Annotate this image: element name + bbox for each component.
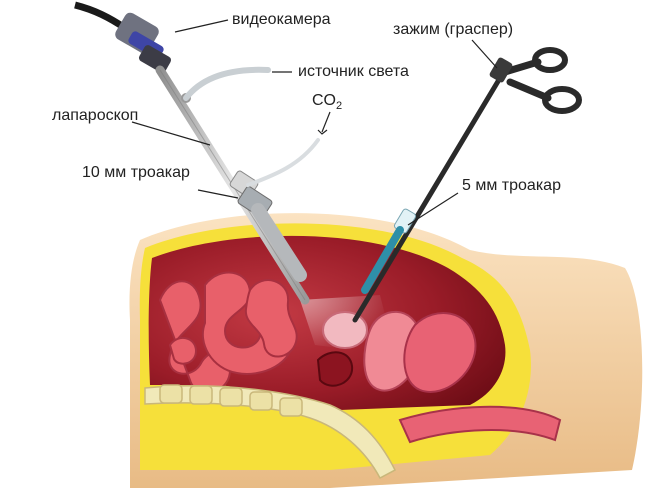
label-co2-subscript: 2 [336,100,343,113]
label-grasper: зажим (граспер) [393,21,514,38]
leader-lines [131,19,498,226]
label-co2-main: CO [312,92,336,109]
label-trocar-5mm: 5 мм троакар [462,177,561,194]
spine [144,384,396,480]
laparoscope-instrument [74,1,320,305]
label-co2: CO2 [312,93,342,112]
intestines [158,271,298,394]
label-light-source: источник света [298,63,409,80]
label-laparoscope: лапароскоп [52,107,139,124]
label-camera: видеокамера [232,11,331,28]
rectum [398,405,562,444]
grasper-instrument [352,47,582,323]
label-trocar-10mm: 10 мм троакар [82,164,190,181]
